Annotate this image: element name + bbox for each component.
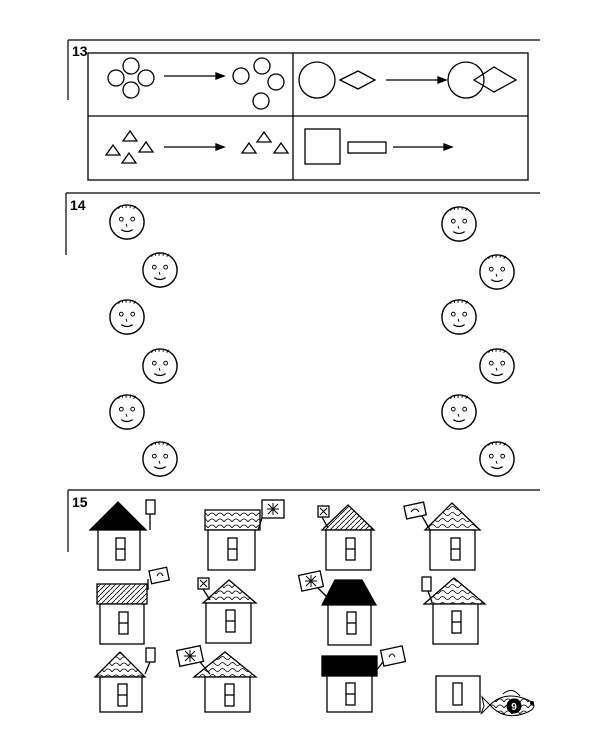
triangle-cluster-icon <box>104 129 155 164</box>
house-icon <box>317 504 376 571</box>
arrow-right-icon <box>164 143 226 151</box>
face-icon <box>479 254 515 290</box>
circle-cluster-icon <box>107 57 155 99</box>
face-icon <box>109 204 145 240</box>
task-number: 15 <box>72 494 88 510</box>
face-icon <box>479 441 515 477</box>
task-14: 14 <box>65 192 540 477</box>
house-icon <box>197 577 258 644</box>
face-icon <box>479 348 515 384</box>
house-icon <box>403 501 482 571</box>
face-icon <box>142 441 178 477</box>
house-icon <box>88 499 156 571</box>
page-number: 9 <box>511 702 517 713</box>
fish-icon <box>480 690 535 717</box>
house-icon <box>175 644 258 713</box>
house-icon <box>96 566 171 645</box>
face-icon <box>109 394 145 430</box>
circle-diamond-icon <box>447 61 518 99</box>
house-icon <box>204 499 285 571</box>
face-icon <box>441 206 477 242</box>
house-icon <box>321 645 407 713</box>
house-icon <box>421 576 487 645</box>
face-icon <box>441 394 477 430</box>
face-icon <box>109 299 145 335</box>
task-number: 14 <box>70 197 86 213</box>
task-13-grid <box>87 52 529 181</box>
arrow-right-icon <box>386 76 448 84</box>
face-icon <box>142 252 178 288</box>
arrow-right-icon <box>393 143 454 151</box>
face-icon <box>142 348 178 384</box>
house-icon <box>93 647 156 713</box>
faces-right-column <box>441 206 515 477</box>
faces-left-column <box>109 204 178 477</box>
arrow-right-icon <box>164 72 226 80</box>
task-13: 13 <box>67 39 540 181</box>
task-15: 15 <box>67 489 540 717</box>
face-icon <box>441 299 477 335</box>
circle-cluster-icon <box>232 57 285 110</box>
house-icon <box>297 570 378 646</box>
square-rectangle-icon <box>304 128 387 165</box>
task-number: 13 <box>72 43 88 59</box>
triangle-cluster-icon <box>240 130 290 154</box>
house-icon <box>435 675 481 713</box>
circle-diamond-icon <box>298 61 377 99</box>
